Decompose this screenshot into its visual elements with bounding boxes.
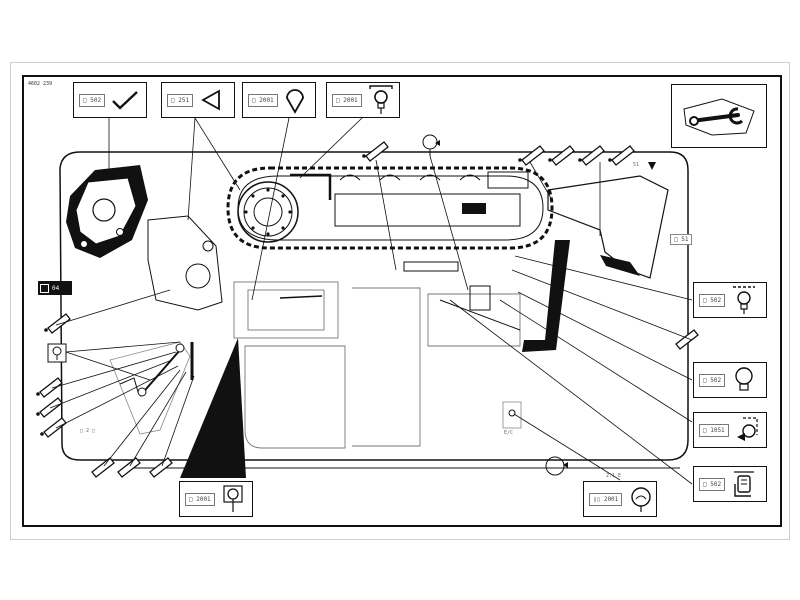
cab-area: [233, 281, 521, 449]
tag-text: 04: [52, 284, 60, 292]
label-top-1: □ 502: [73, 82, 147, 118]
document-sheet: [10, 62, 790, 540]
grease-points-top: [365, 141, 699, 350]
document-code: 4602 239: [28, 81, 53, 87]
sensor-box: [502, 401, 522, 429]
label-bottom-2: ▯▯ 2001: [583, 481, 657, 517]
filter-canister: [403, 261, 459, 272]
label-code: □ 502: [699, 293, 726, 307]
left-dark-tag: 04: [38, 281, 72, 295]
engine-block: [66, 165, 148, 258]
drop-icon: [285, 89, 304, 114]
label-bottom-1: □ 2001: [179, 481, 253, 517]
hand-filter-icon: [734, 471, 755, 497]
boom-arm: [522, 162, 669, 352]
diagram-frame: [22, 75, 782, 527]
label-code: □ 502: [79, 93, 106, 107]
grease-points-left: [39, 313, 173, 478]
bulb-bracket-icon: [223, 485, 243, 512]
label-code: □ 2001: [185, 492, 215, 506]
label-code: ▯▯ 2001: [589, 492, 623, 506]
bulb-dashed-icon: [733, 286, 756, 314]
left-small-text: □ 2 □: [80, 428, 96, 434]
label-code: □ 251: [167, 93, 194, 107]
valve-block: [469, 285, 491, 311]
label-top-2: □ 251: [161, 82, 235, 118]
bulb-flag-icon: [736, 417, 758, 441]
machine-outline: [59, 151, 689, 461]
tag-square: [40, 283, 49, 293]
leader-lines: [49, 117, 693, 485]
label-right-2: □ 502: [693, 362, 767, 398]
label-right-1: □ 502: [693, 282, 767, 318]
right-marker: 51: [633, 162, 640, 168]
triangle-flag-icon: [201, 89, 220, 111]
transmission-bracket: [147, 215, 223, 311]
label-right-4: □ 502: [693, 466, 767, 502]
bucket: [109, 338, 246, 478]
bulb-bracket-icon: [368, 85, 393, 114]
small-bulb-icon: [47, 343, 67, 363]
label-code: □ 2001: [332, 93, 362, 107]
wrench-icon: [683, 98, 755, 136]
label-right-3: □ 1051: [693, 412, 767, 448]
label-top-4: □ 2001: [326, 82, 400, 118]
label-code: □ 2001: [248, 93, 278, 107]
right-small-tag: □ 51: [670, 234, 693, 245]
bottom-small-text: E/C: [504, 430, 514, 436]
bulb-icon: [735, 367, 753, 391]
label-code: □ 502: [699, 477, 726, 491]
label-top-3: □ 2001: [242, 82, 316, 118]
round-valve: [545, 456, 565, 476]
label-code: □ 1051: [699, 423, 729, 437]
checkmark-grease-icon: [112, 91, 138, 110]
track-bulb-icon: [422, 134, 440, 156]
label-code: □ 502: [699, 373, 726, 387]
round-bulb-icon: [631, 487, 651, 512]
round-bulb-caption: 2.1 E: [606, 473, 622, 479]
service-manual-box: [671, 84, 767, 148]
